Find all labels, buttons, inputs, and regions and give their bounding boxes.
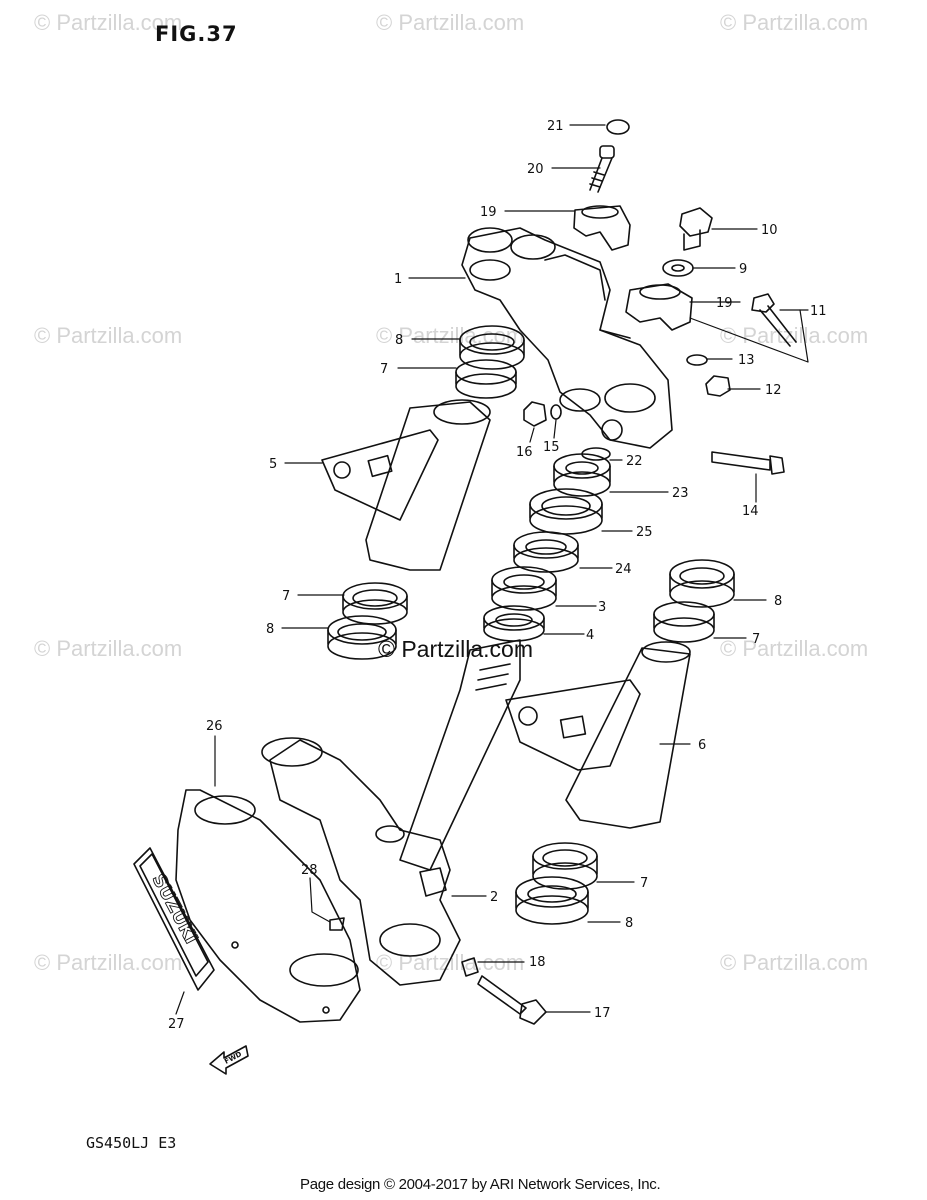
part-8-dust-seal-right-upper [669, 559, 735, 608]
model-code: GS450LJ E3 [86, 1134, 177, 1152]
figure-title: FIG.37 [155, 22, 238, 46]
part-15-washer [550, 404, 562, 420]
part-5-headlight-bracket-left [321, 399, 491, 571]
part-20-bolt [589, 145, 615, 193]
part-7-oil-seal-left-lower [342, 582, 408, 625]
callout-8: 8 [395, 333, 403, 348]
callout-16: 16 [516, 445, 533, 460]
watermark: © Partzilla.com [34, 636, 183, 661]
watermark: © Partzilla.com [720, 950, 869, 975]
part-7-oil-seal-left-upper [455, 359, 517, 399]
callout-20: 20 [527, 162, 544, 177]
callout-26: 26 [206, 719, 223, 734]
part-27-emblem-plate [133, 847, 215, 991]
part-11-bolt [751, 293, 797, 347]
part-7-oil-seal-right-lower [532, 842, 598, 890]
watermark: © Partzilla.com [720, 10, 869, 35]
callout-11: 11 [810, 304, 827, 319]
part-19-handlebar-holder-lower [625, 283, 693, 331]
watermark: © Partzilla.com [720, 636, 869, 661]
callout-19b: 19 [716, 296, 733, 311]
callout-17: 17 [594, 1006, 611, 1021]
callout-9: 9 [739, 262, 747, 277]
callout-1: 1 [394, 272, 402, 287]
callout-15: 15 [543, 440, 560, 455]
callout-5: 5 [269, 457, 277, 472]
part-8-dust-seal-right-lower [515, 876, 589, 925]
callout-23: 23 [672, 486, 689, 501]
watermark: © Partzilla.com [34, 950, 183, 975]
part-19-handlebar-holder-upper [573, 205, 631, 251]
part-13-lockwasher [686, 354, 708, 366]
callout-8c: 8 [266, 622, 274, 637]
part-10-bolt [679, 207, 713, 251]
callout-18: 18 [529, 955, 546, 970]
watermark: © Partzilla.com [34, 10, 183, 35]
callout-13: 13 [738, 353, 755, 368]
callout-27: 27 [168, 1017, 185, 1032]
watermark: © Partzilla.com [720, 323, 869, 348]
callout-24: 24 [615, 562, 632, 577]
footer-copyright: Page design © 2004-2017 by ARI Network S… [300, 1176, 661, 1193]
part-24-bearing-race [513, 531, 579, 573]
part-28-screw [329, 917, 345, 931]
part-8-dust-seal-left-upper [459, 325, 525, 370]
part-26-lower-cover [175, 789, 361, 1023]
callout-8d: 8 [625, 916, 633, 931]
watermark: © Partzilla.com [34, 323, 183, 348]
callout-14: 14 [742, 504, 759, 519]
part-14-bolt [711, 451, 785, 475]
callout-19: 19 [480, 205, 497, 220]
fwd-label: FWD [223, 1050, 243, 1066]
part-1-upper-bracket [461, 227, 673, 449]
callout-22: 22 [626, 454, 643, 469]
callout-3: 3 [598, 600, 606, 615]
part-12-cap-nut [705, 375, 731, 397]
watermark: © Partzilla.com [376, 10, 525, 35]
callout-25: 25 [636, 525, 653, 540]
callout-7: 7 [380, 362, 388, 377]
callout-4: 4 [586, 628, 594, 643]
callout-8b: 8 [774, 594, 782, 609]
part-2-steering-stem [261, 639, 521, 986]
part-8-dust-seal-left-lower [327, 615, 397, 660]
callout-2: 2 [490, 890, 498, 905]
callout-7d: 7 [640, 876, 648, 891]
callout-21: 21 [547, 119, 564, 134]
callout-7b: 7 [282, 589, 290, 604]
part-6-headlight-bracket-right [505, 641, 691, 829]
callout-7c: 7 [752, 632, 760, 647]
fwd-arrow-icon [209, 1045, 249, 1075]
part-3-bearing [491, 566, 557, 611]
callout-10: 10 [761, 223, 778, 238]
part-16-nut [523, 401, 547, 427]
part-7-oil-seal-right-upper [653, 601, 715, 643]
callout-12: 12 [765, 383, 782, 398]
center-watermark: © Partzilla.com [378, 636, 533, 662]
part-17-bolt [477, 975, 547, 1025]
callout-6: 6 [698, 738, 706, 753]
part-21-cap [606, 119, 630, 135]
plate-text: SUZUKI [148, 870, 202, 947]
part-18-lockwasher [461, 957, 479, 977]
part-23-steering-nut [553, 453, 611, 497]
callout-28: 28 [301, 863, 318, 878]
leader-lines [175, 124, 809, 1015]
